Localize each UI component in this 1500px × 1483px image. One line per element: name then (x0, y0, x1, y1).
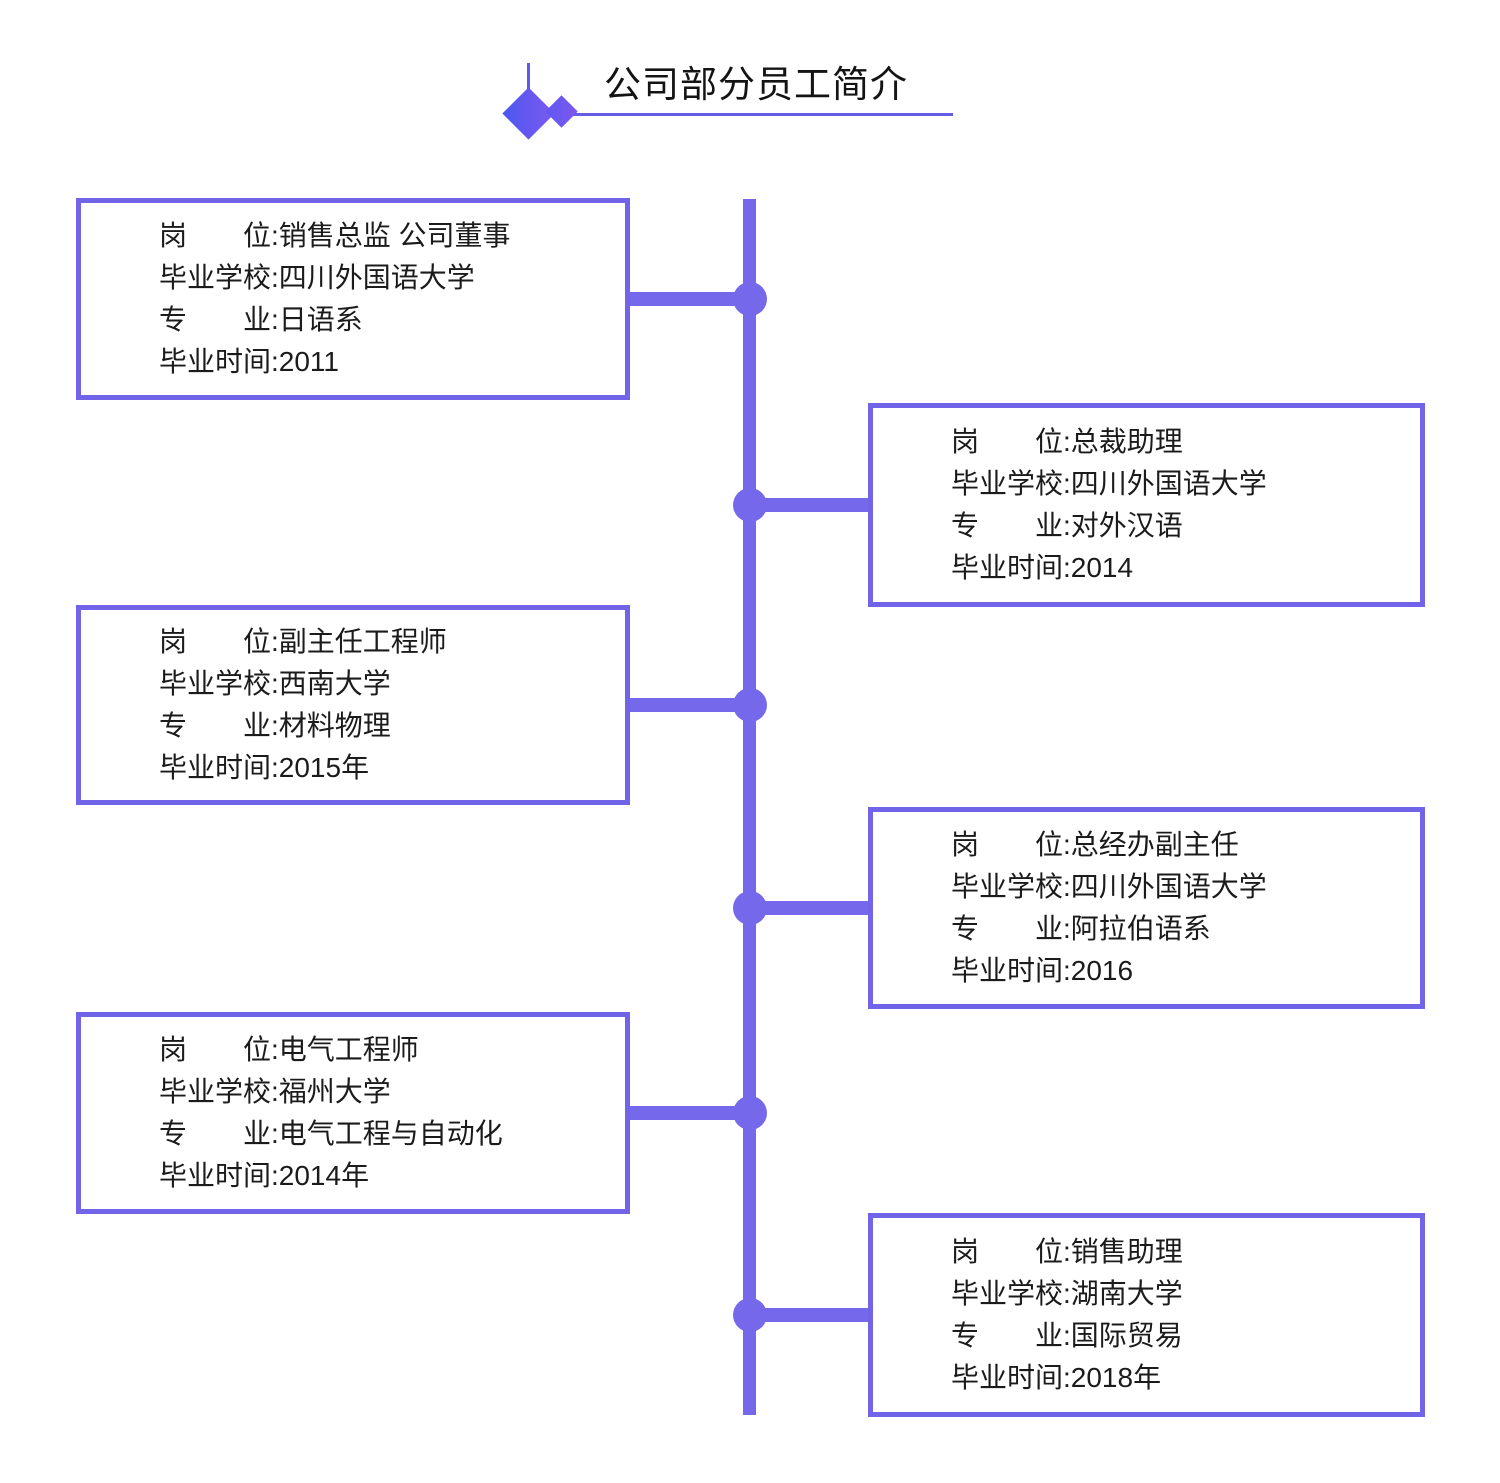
field-label: 专 业: (951, 913, 1071, 944)
title-underline (560, 113, 953, 116)
employee-card: 岗 位:总裁助理 毕业学校:四川外国语大学 专 业:对外汉语 毕业时间:2014 (868, 403, 1425, 607)
field-value: 阿拉伯语系 (1070, 913, 1211, 944)
field-row: 岗 位:总经办副主任 (951, 824, 1410, 866)
field-row: 毕业学校:西南大学 (159, 663, 615, 705)
timeline-node (733, 688, 767, 722)
title-tick-line (527, 63, 530, 95)
field-value: 销售助理 (1070, 1236, 1183, 1267)
field-value: 电气工程师 (278, 1034, 419, 1065)
employee-card: 岗 位:销售助理 毕业学校:湖南大学 专 业:国际贸易 毕业时间:2018年 (868, 1213, 1425, 1417)
field-value: 副主任工程师 (278, 626, 447, 657)
timeline-node (733, 282, 767, 316)
timeline-node (733, 1096, 767, 1130)
field-row: 毕业时间:2014 (951, 547, 1410, 589)
field-value: 四川外国语大学 (1070, 871, 1267, 902)
connector-line (628, 1106, 750, 1120)
field-label: 毕业学校: (159, 1076, 279, 1107)
field-value: 对外汉语 (1070, 510, 1183, 541)
timeline-spine (743, 199, 756, 1415)
field-row: 毕业时间:2015年 (159, 747, 615, 789)
timeline-node (733, 1298, 767, 1332)
field-label: 岗 位: (159, 220, 279, 251)
field-value: 日语系 (278, 304, 363, 335)
field-label: 毕业时间: (951, 955, 1071, 986)
field-label: 毕业学校: (951, 871, 1071, 902)
employee-card: 岗 位:电气工程师 毕业学校:福州大学 专 业:电气工程与自动化 毕业时间:20… (76, 1012, 630, 1214)
field-row: 毕业学校:四川外国语大学 (159, 257, 615, 299)
timeline-node (733, 488, 767, 522)
connector-line (628, 698, 750, 712)
field-value: 福州大学 (278, 1076, 391, 1107)
field-row: 岗 位:总裁助理 (951, 421, 1410, 463)
timeline-node (733, 891, 767, 925)
field-row: 专 业:日语系 (159, 299, 615, 341)
field-row: 岗 位:销售助理 (951, 1231, 1410, 1273)
field-label: 毕业时间: (159, 752, 279, 783)
field-label: 专 业: (951, 1320, 1071, 1351)
connector-line (628, 292, 750, 306)
field-row: 专 业:国际贸易 (951, 1315, 1410, 1357)
field-label: 毕业时间: (951, 552, 1071, 583)
employee-card: 岗 位:销售总监 公司董事 毕业学校:四川外国语大学 专 业:日语系 毕业时间:… (76, 198, 630, 400)
field-label: 毕业学校: (951, 1278, 1071, 1309)
field-value: 2011 (278, 346, 339, 377)
employee-card: 岗 位:副主任工程师 毕业学校:西南大学 专 业:材料物理 毕业时间:2015年 (76, 605, 630, 805)
field-label: 毕业学校: (951, 468, 1071, 499)
field-value: 电气工程与自动化 (278, 1118, 503, 1149)
field-value: 2015年 (278, 752, 370, 783)
field-row: 毕业学校:四川外国语大学 (951, 463, 1410, 505)
field-row: 毕业时间:2016 (951, 950, 1410, 992)
employee-card: 岗 位:总经办副主任 毕业学校:四川外国语大学 专 业:阿拉伯语系 毕业时间:2… (868, 807, 1425, 1009)
field-value: 2014 (1070, 552, 1134, 583)
field-label: 毕业学校: (159, 668, 279, 699)
field-value: 销售总监 公司董事 (278, 220, 511, 251)
field-label: 岗 位: (159, 626, 279, 657)
field-row: 毕业时间:2011 (159, 341, 615, 383)
field-label: 岗 位: (951, 426, 1071, 457)
field-row: 毕业时间:2014年 (159, 1155, 615, 1197)
field-value: 总裁助理 (1070, 426, 1183, 457)
field-value: 四川外国语大学 (1070, 468, 1267, 499)
field-value: 总经办副主任 (1070, 829, 1239, 860)
page-title: 公司部分员工简介 (604, 64, 908, 105)
field-label: 毕业时间: (159, 346, 279, 377)
field-row: 专 业:阿拉伯语系 (951, 908, 1410, 950)
field-label: 专 业: (159, 710, 279, 741)
field-label: 专 业: (951, 510, 1071, 541)
diamond-small-decoration (545, 95, 578, 128)
field-value: 国际贸易 (1070, 1320, 1183, 1351)
field-label: 专 业: (159, 1118, 279, 1149)
field-row: 毕业时间:2018年 (951, 1357, 1410, 1399)
field-label: 岗 位: (951, 1236, 1071, 1267)
field-label: 岗 位: (159, 1034, 279, 1065)
field-label: 专 业: (159, 304, 279, 335)
field-label: 毕业时间: (951, 1362, 1071, 1393)
field-value: 四川外国语大学 (278, 262, 475, 293)
field-label: 岗 位: (951, 829, 1071, 860)
field-row: 岗 位:电气工程师 (159, 1029, 615, 1071)
field-row: 岗 位:副主任工程师 (159, 621, 615, 663)
field-value: 西南大学 (278, 668, 391, 699)
field-label: 毕业时间: (159, 1160, 279, 1191)
field-value: 2014年 (278, 1160, 370, 1191)
field-value: 材料物理 (278, 710, 391, 741)
field-row: 毕业学校:福州大学 (159, 1071, 615, 1113)
field-value: 2018年 (1070, 1362, 1162, 1393)
connector-line (750, 498, 870, 512)
field-row: 岗 位:销售总监 公司董事 (159, 215, 615, 257)
connector-line (750, 901, 870, 915)
connector-line (750, 1308, 870, 1322)
field-label: 毕业学校: (159, 262, 279, 293)
field-row: 专 业:材料物理 (159, 705, 615, 747)
field-row: 专 业:对外汉语 (951, 505, 1410, 547)
field-value: 2016 (1070, 955, 1134, 986)
field-row: 专 业:电气工程与自动化 (159, 1113, 615, 1155)
field-row: 毕业学校:四川外国语大学 (951, 866, 1410, 908)
field-row: 毕业学校:湖南大学 (951, 1273, 1410, 1315)
field-value: 湖南大学 (1070, 1278, 1183, 1309)
